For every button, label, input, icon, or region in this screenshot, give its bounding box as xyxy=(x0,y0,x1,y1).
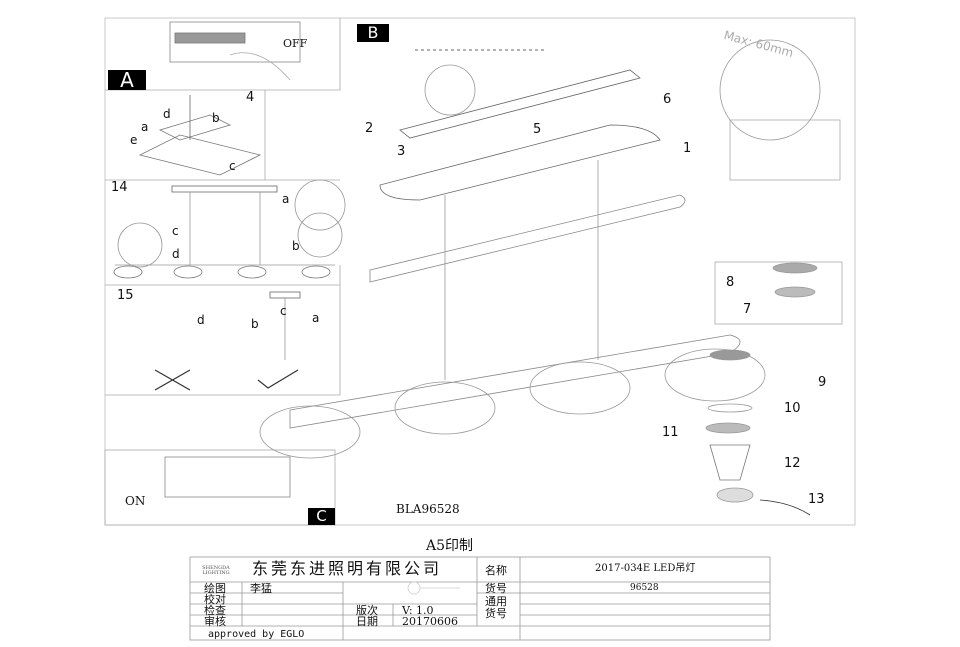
letter-a-15: a xyxy=(312,311,320,325)
step-10: 10 xyxy=(784,401,801,416)
step-8: 8 xyxy=(726,275,735,290)
company-name: 东莞东进照明有限公司 xyxy=(252,559,443,578)
letter-a-14: a xyxy=(282,192,290,206)
letter-c-15: c xyxy=(280,304,287,318)
letter-d: d xyxy=(163,107,171,121)
letter-d-14: d xyxy=(172,247,180,261)
step-2: 2 xyxy=(365,121,374,136)
step-14: 14 xyxy=(111,180,128,195)
letter-c: c xyxy=(229,159,236,173)
on-label: ON xyxy=(125,494,146,508)
step-3: 3 xyxy=(397,144,406,159)
drawn-label: 绘图 xyxy=(204,582,226,595)
date-value: 20170606 xyxy=(402,615,458,628)
step-7: 7 xyxy=(743,302,752,317)
step-15: 15 xyxy=(117,288,134,303)
step-5: 5 xyxy=(533,122,542,137)
step-11: 11 xyxy=(662,425,679,440)
letter-b: b xyxy=(212,111,220,125)
item-value: 96528 xyxy=(630,583,659,593)
letter-c-14: c xyxy=(172,224,179,238)
date-label: 日期 xyxy=(356,615,378,628)
letter-b-14: b xyxy=(292,239,300,253)
letter-a: a xyxy=(141,120,149,134)
step-12: 12 xyxy=(784,456,801,471)
company-logo: SHENGDA LIGHTING xyxy=(202,565,230,576)
step-4: 4 xyxy=(246,90,255,105)
step-6: 6 xyxy=(663,92,672,107)
model-code: BLA96528 xyxy=(396,502,460,516)
off-label: OFF xyxy=(283,37,308,50)
name-label: 名称 xyxy=(485,564,507,577)
section-b-badge: B xyxy=(357,24,389,42)
step-1: 1 xyxy=(683,141,692,156)
general-item-label: 通用货号 xyxy=(485,595,507,620)
version-value: V: 1.0 xyxy=(402,604,434,617)
letter-b-15: b xyxy=(251,317,259,331)
name-value: 2017-034E LED吊灯 xyxy=(595,563,696,574)
letter-e: e xyxy=(130,133,138,147)
step-9: 9 xyxy=(818,375,827,390)
check-label: 校对 xyxy=(204,593,226,606)
approved-note: approved by EGLO xyxy=(208,629,305,640)
version-label: 版次 xyxy=(356,604,378,617)
step-13: 13 xyxy=(808,492,825,507)
inspect-label: 检查 xyxy=(204,604,226,617)
item-label: 货号 xyxy=(485,582,507,595)
letter-d-15: d xyxy=(197,313,205,327)
section-a-badge: A xyxy=(108,70,146,90)
drawn-value: 李猛 xyxy=(250,582,272,595)
print-note: A5印制 xyxy=(426,538,474,554)
review-label: 审核 xyxy=(204,615,226,628)
section-c-badge: C xyxy=(308,508,335,525)
